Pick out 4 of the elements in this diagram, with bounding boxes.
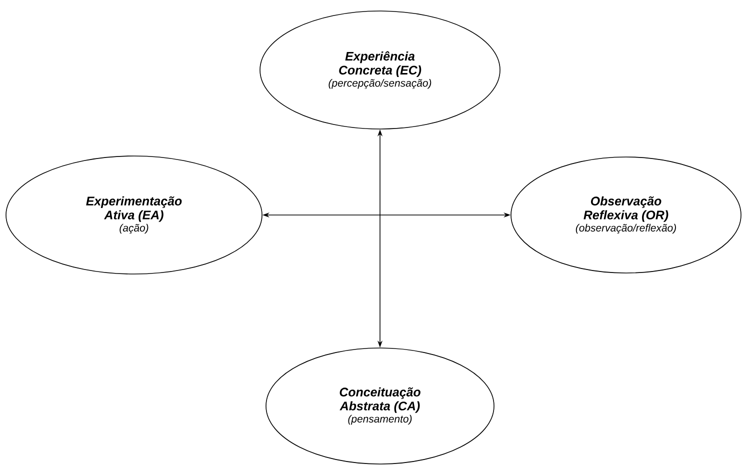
ellipse-node: Conceituação Abstrata (CA) (pensamento) (266, 348, 494, 464)
ellipse-node: Experimentação Ativa (EA) (ação) (6, 156, 262, 274)
ellipse-node: Observação Reflexiva (OR) (observação/reflexão) (510, 156, 742, 274)
ellipse-node: Experiência Concreta (EC) (percepção/sensação) (260, 10, 500, 130)
